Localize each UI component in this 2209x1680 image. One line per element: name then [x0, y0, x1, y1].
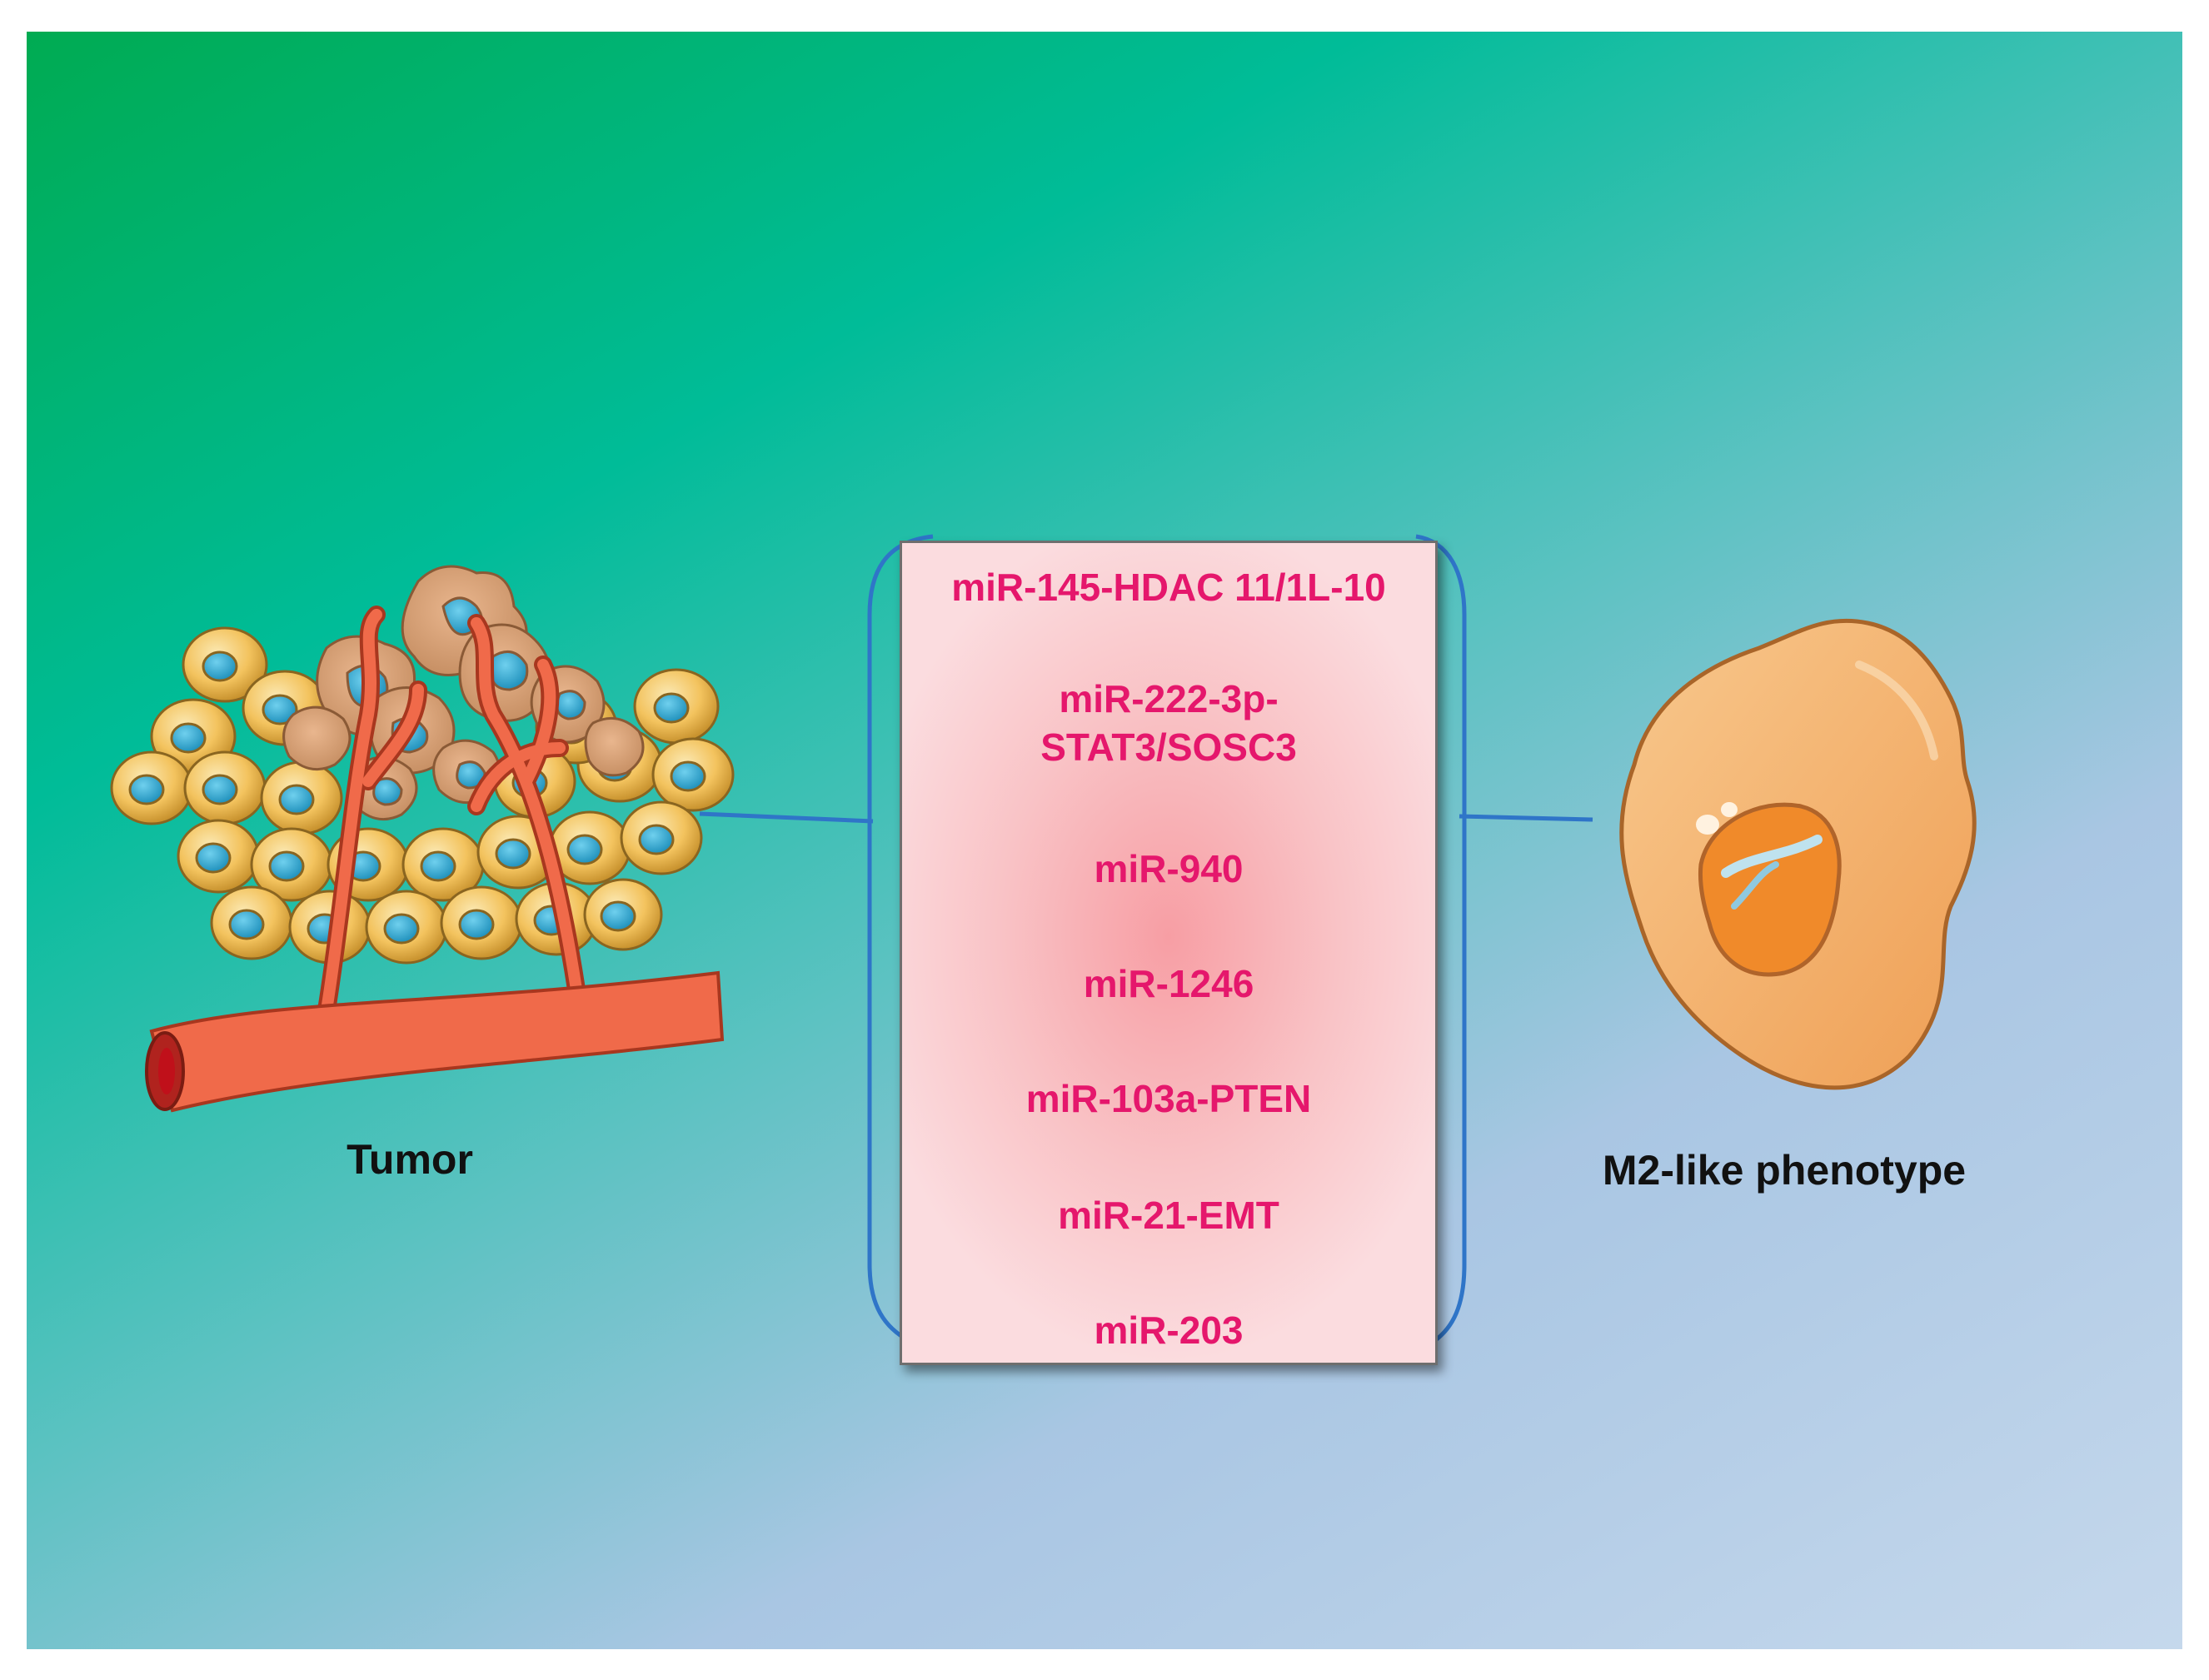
mirna-item: miR-145-HDAC 11/1L-10: [951, 566, 1386, 609]
connector-lines: [699, 534, 1593, 1344]
tumor-cells: [110, 565, 735, 965]
diagram-art: [110, 534, 1977, 1344]
mirna-item: miR-940: [1094, 847, 1244, 890]
mirna-item: miR-203: [1094, 1309, 1244, 1352]
diagram-panel: Tumor M2-like phenotype miR-145-HDAC 11/…: [27, 32, 2182, 1649]
mirna-item: miR-222-3p- STAT3/SOSC3: [1040, 677, 1297, 769]
tumor-with-blood-vessel-icon: [110, 565, 735, 1113]
mirna-item: miR-21-EMT: [1058, 1194, 1279, 1237]
tumor-label: Tumor: [347, 1136, 473, 1183]
m2-macrophage-icon: [1619, 618, 1977, 1090]
macrophage-label: M2-like phenotype: [1602, 1147, 1967, 1194]
mirna-item: miR-103a-PTEN: [1025, 1077, 1312, 1120]
mirna-list-box: miR-145-HDAC 11/1L-10 miR-222-3p- STAT3/…: [900, 541, 1438, 1365]
mirna-item: miR-1246: [1083, 962, 1254, 1005]
blood-vessel: [317, 606, 586, 1019]
